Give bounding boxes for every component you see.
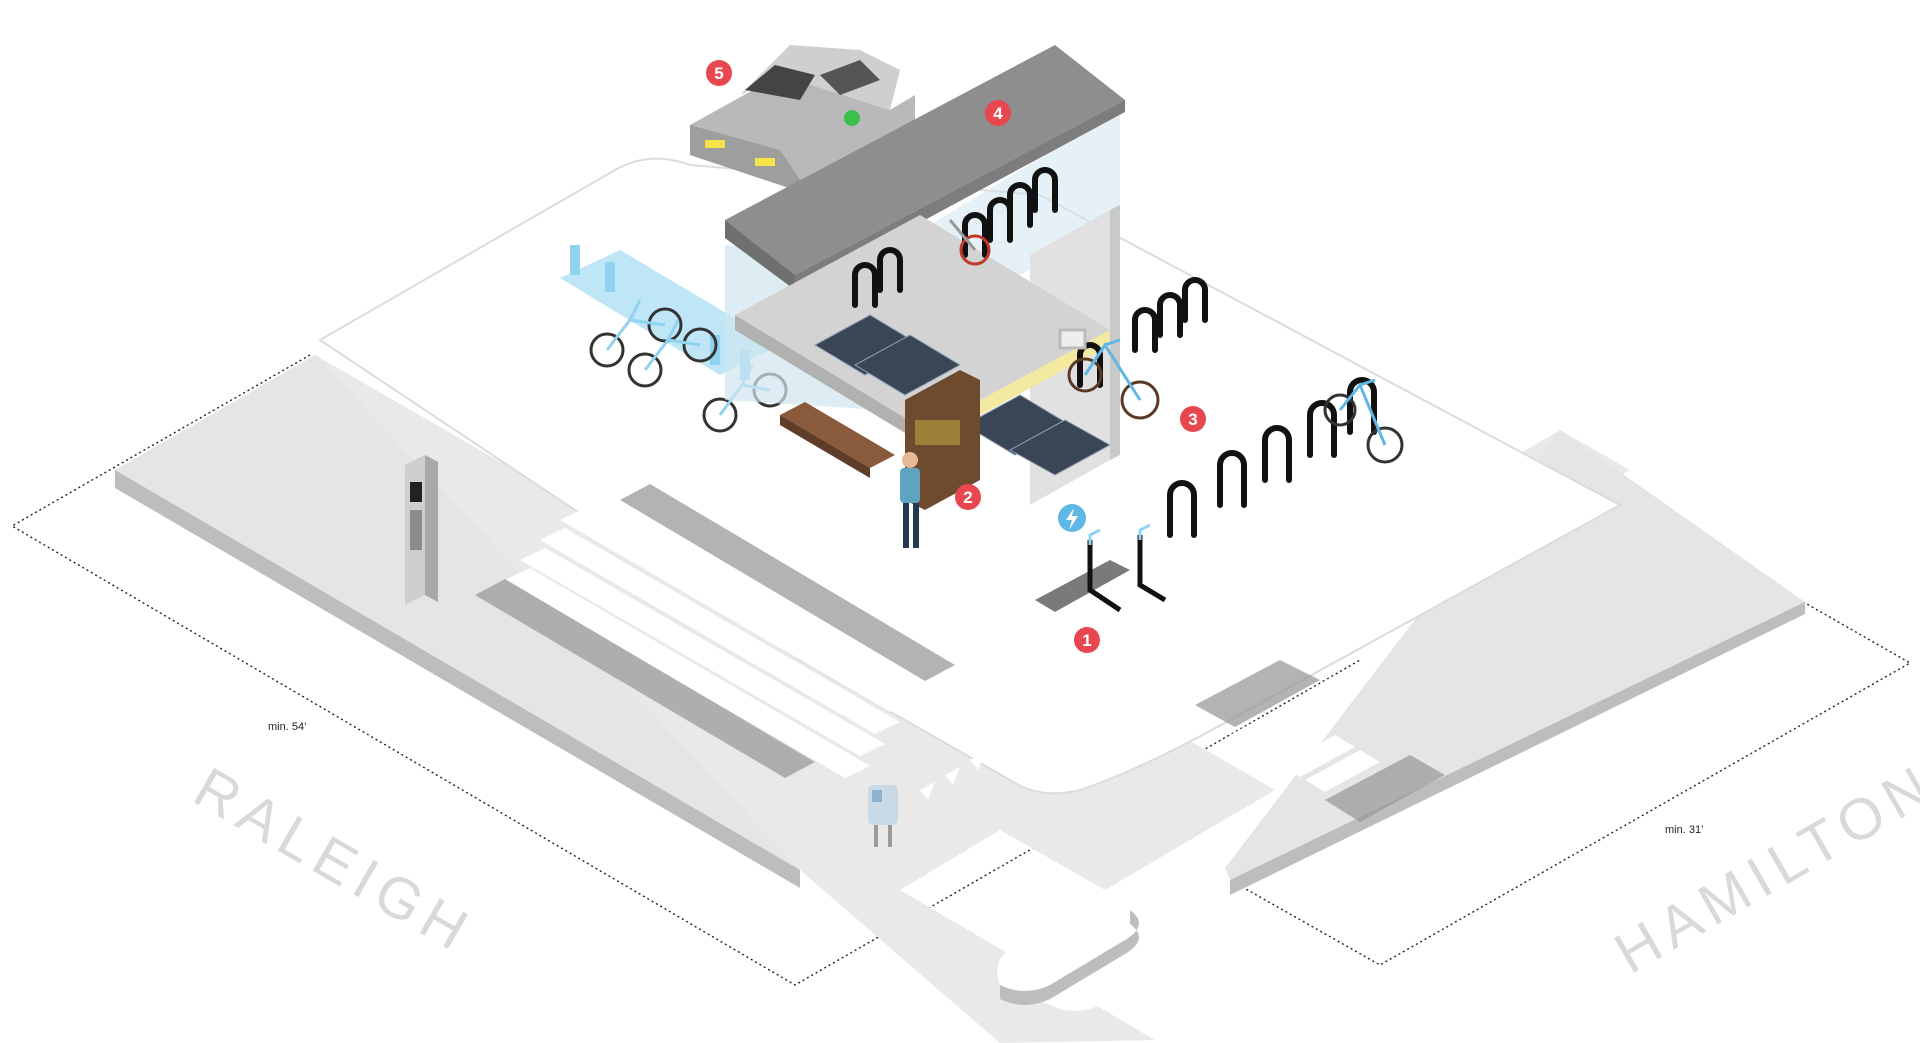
person — [900, 452, 920, 548]
canopy-structure — [725, 45, 1125, 505]
dimension-east-label: min. 31’ — [1665, 824, 1704, 836]
bikeshare-bikes — [589, 299, 788, 433]
bikeshare-bike — [589, 299, 683, 368]
street-name-hamilton: HAMILTON — [1604, 751, 1920, 986]
bike-racks — [852, 167, 1377, 538]
solar-panels — [813, 314, 1112, 476]
marker-3-label: 3 — [1188, 410, 1197, 429]
roadway — [315, 355, 1630, 1043]
north-label: N — [1296, 891, 1309, 905]
wayfinding-kiosk — [405, 455, 438, 605]
yield-triangles — [920, 752, 985, 800]
scooter-charging-rack — [1035, 523, 1167, 613]
marker-1: 1 — [1074, 627, 1100, 653]
sidewalk-east — [1225, 430, 1805, 895]
parking-meter — [868, 785, 898, 847]
tactile-paving-west — [475, 484, 955, 778]
bench — [780, 402, 895, 478]
dimension-west-label: min. 54’ — [268, 721, 307, 733]
info-station — [905, 370, 980, 510]
crosswalk-east — [1230, 705, 1380, 792]
bikeshare-bike — [627, 319, 718, 388]
dimension-outlines — [10, 354, 1912, 986]
crosswalk-west — [505, 508, 915, 778]
marker-5-label: 5 — [714, 64, 723, 83]
marker-4-label: 4 — [993, 104, 1003, 123]
north-arrow-icon: N — [1296, 880, 1332, 906]
marker-4: 4 — [985, 100, 1011, 126]
parked-bikes — [948, 219, 1404, 464]
marker-2: 2 — [955, 484, 981, 510]
tactile-paving-east — [1195, 660, 1445, 822]
marker-5: 5 — [706, 60, 732, 86]
marker-3: 3 — [1180, 406, 1206, 432]
street-name-raleigh: RALEIGH — [184, 755, 486, 967]
lightning-bolt-icon — [1058, 504, 1086, 532]
marker-1-label: 1 — [1082, 631, 1091, 650]
marker-2-label: 2 — [963, 488, 972, 507]
